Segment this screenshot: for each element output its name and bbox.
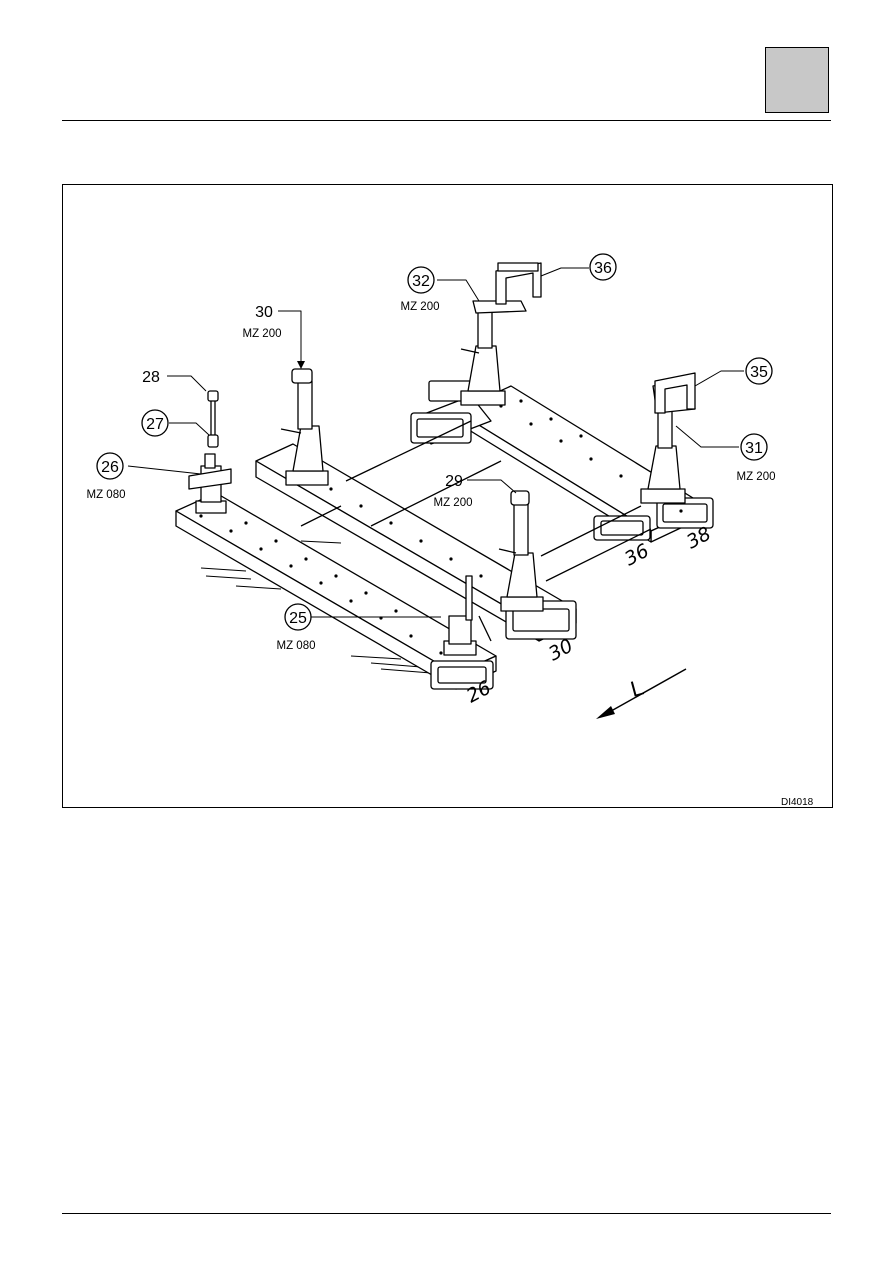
callout-25: 25	[289, 610, 307, 627]
beam-mark-36: 36	[621, 540, 653, 571]
callout-36: 36	[594, 260, 612, 277]
connecting-plates	[300, 420, 652, 582]
callout-30: 30	[255, 304, 273, 321]
ground-hatching	[200, 540, 432, 674]
callout-32: 32	[412, 273, 430, 290]
direction-arrow	[596, 668, 687, 719]
callout-26-sub: MZ 080	[87, 489, 126, 501]
callout-29-sub: MZ 200	[434, 497, 473, 509]
beam-26	[175, 492, 497, 690]
bolt-holes	[199, 399, 683, 655]
leader-arrowheads	[297, 361, 305, 369]
callout-30-sub: MZ 200	[243, 328, 282, 340]
callout-circles	[96, 253, 773, 631]
support-32	[460, 300, 527, 406]
figure-id: DI4018	[781, 797, 814, 808]
support-29	[498, 490, 544, 612]
footer-rule	[62, 1213, 831, 1214]
bracket-36	[495, 262, 542, 305]
section-tab	[765, 47, 829, 113]
direction-label: L	[628, 675, 646, 702]
support-30	[280, 368, 329, 486]
callout-25-sub: MZ 080	[277, 640, 316, 652]
callout-26: 26	[101, 459, 119, 476]
callout-35: 35	[750, 364, 768, 381]
callout-31-sub: MZ 200	[737, 471, 776, 483]
callout-31: 31	[745, 440, 763, 457]
callout-27: 27	[146, 416, 164, 433]
callout-29: 29	[445, 473, 463, 490]
cap-28	[207, 390, 219, 402]
header-rule	[62, 120, 831, 121]
support-25	[443, 575, 492, 656]
leader-lines	[127, 267, 744, 618]
pin-27	[207, 398, 219, 448]
callout-28: 28	[142, 369, 160, 386]
bracket-35	[654, 372, 696, 414]
support-26	[188, 453, 232, 514]
exploded-assembly-diagram: 25 MZ 080 26 MZ 080 27 28 29 MZ 200 30 M…	[87, 253, 814, 808]
figure-frame: 25 MZ 080 26 MZ 080 27 28 29 MZ 200 30 M…	[62, 184, 833, 808]
callout-32-sub: MZ 200	[401, 301, 440, 313]
